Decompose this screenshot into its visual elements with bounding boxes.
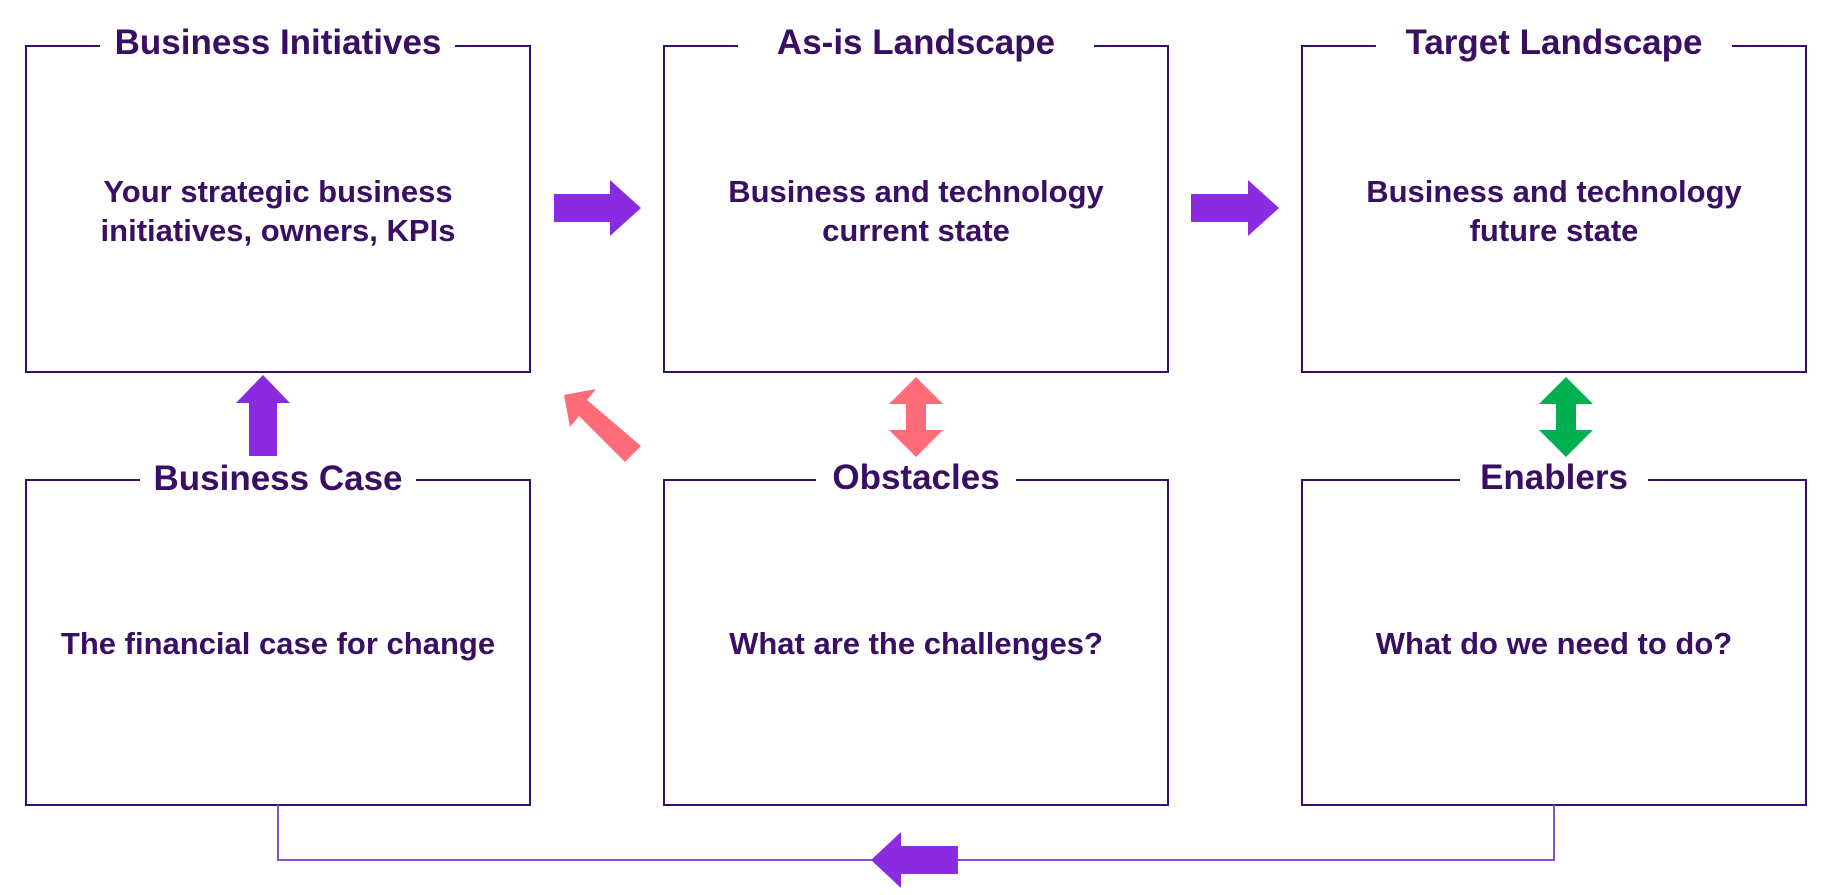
arrow-right-icon bbox=[1191, 180, 1279, 236]
box-body-line-2: initiatives, owners, KPIs bbox=[101, 213, 456, 248]
box-title: As-is Landscape bbox=[777, 23, 1055, 62]
box-title: Obstacles bbox=[832, 458, 999, 497]
double-arrow-vertical-icon bbox=[889, 377, 943, 457]
box-frame bbox=[25, 45, 531, 373]
box-obstacles: Obstacles What are the challenges? bbox=[663, 458, 1169, 806]
box-as-is-landscape: As-is Landscape Business and technology … bbox=[663, 23, 1169, 373]
box-body-line-1: Business and technology bbox=[728, 174, 1104, 209]
box-title: Target Landscape bbox=[1406, 23, 1703, 62]
box-enablers: Enablers What do we need to do? bbox=[1301, 458, 1807, 806]
double-arrow-vertical-icon bbox=[1539, 377, 1593, 457]
box-body-line-2: future state bbox=[1470, 213, 1639, 248]
box-body-line-2: current state bbox=[822, 213, 1010, 248]
box-body-line-1: The financial case for change bbox=[61, 626, 495, 661]
arrow-right-icon bbox=[554, 180, 641, 236]
box-frame bbox=[1301, 45, 1807, 373]
box-title: Business Initiatives bbox=[115, 23, 442, 62]
box-frame bbox=[663, 479, 1169, 806]
box-body-line-1: What are the challenges? bbox=[729, 626, 1103, 661]
arrow-diagonal-icon bbox=[564, 389, 641, 462]
box-body-line-1: Business and technology bbox=[1366, 174, 1742, 209]
arrow-left-icon bbox=[871, 832, 958, 888]
box-title: Enablers bbox=[1480, 458, 1628, 497]
box-body-line-1: Your strategic business bbox=[103, 174, 452, 209]
box-target-landscape: Target Landscape Business and technology… bbox=[1301, 23, 1807, 373]
box-title: Business Case bbox=[153, 459, 402, 498]
box-body-line-1: What do we need to do? bbox=[1376, 626, 1732, 661]
box-business-case: Business Case The financial case for cha… bbox=[25, 459, 531, 806]
box-business-initiatives: Business Initiatives Your strategic busi… bbox=[25, 23, 531, 373]
box-frame bbox=[663, 45, 1169, 373]
arrow-up-icon bbox=[236, 375, 290, 456]
